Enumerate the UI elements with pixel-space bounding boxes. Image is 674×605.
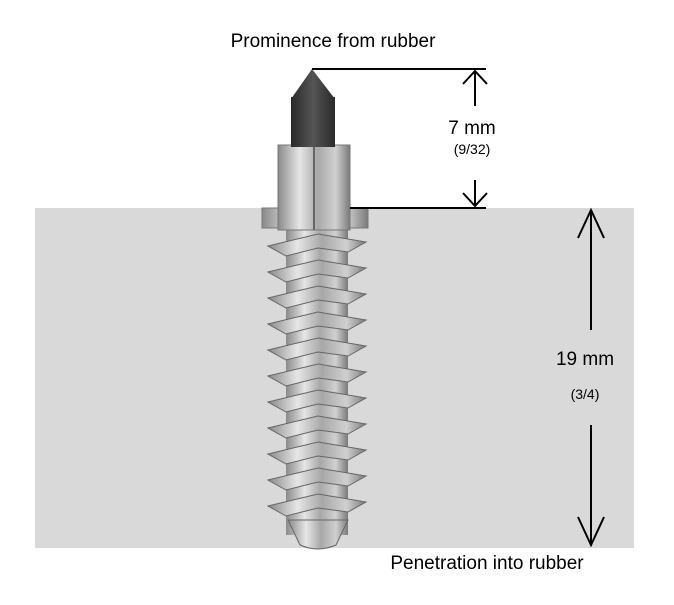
thread-ridge: [266, 415, 368, 439]
thread-ridge: [266, 441, 368, 465]
thread-ridge: [266, 493, 368, 517]
thread-ridge: [266, 337, 368, 361]
title-label: Prominence from rubber: [231, 31, 437, 52]
thread-ridge: [266, 363, 368, 387]
thread-ridge: [266, 467, 368, 491]
prominence-metric: 7 mm: [448, 118, 496, 139]
penetration-imperial: (3/4): [571, 386, 600, 402]
prominence-imperial: (9/32): [454, 141, 491, 157]
thread-ridge: [266, 259, 368, 283]
penetration-dimension: [577, 207, 605, 548]
prominence-dimension: [312, 68, 488, 209]
bottom-label: Penetration into rubber: [390, 553, 584, 574]
stud-illustration: [261, 69, 369, 550]
thread-ridge: [266, 389, 368, 413]
thread-ridge: [266, 311, 368, 335]
thread-ridge: [266, 233, 368, 257]
penetration-metric: 19 mm: [556, 349, 614, 370]
thread-ridge: [266, 285, 368, 309]
